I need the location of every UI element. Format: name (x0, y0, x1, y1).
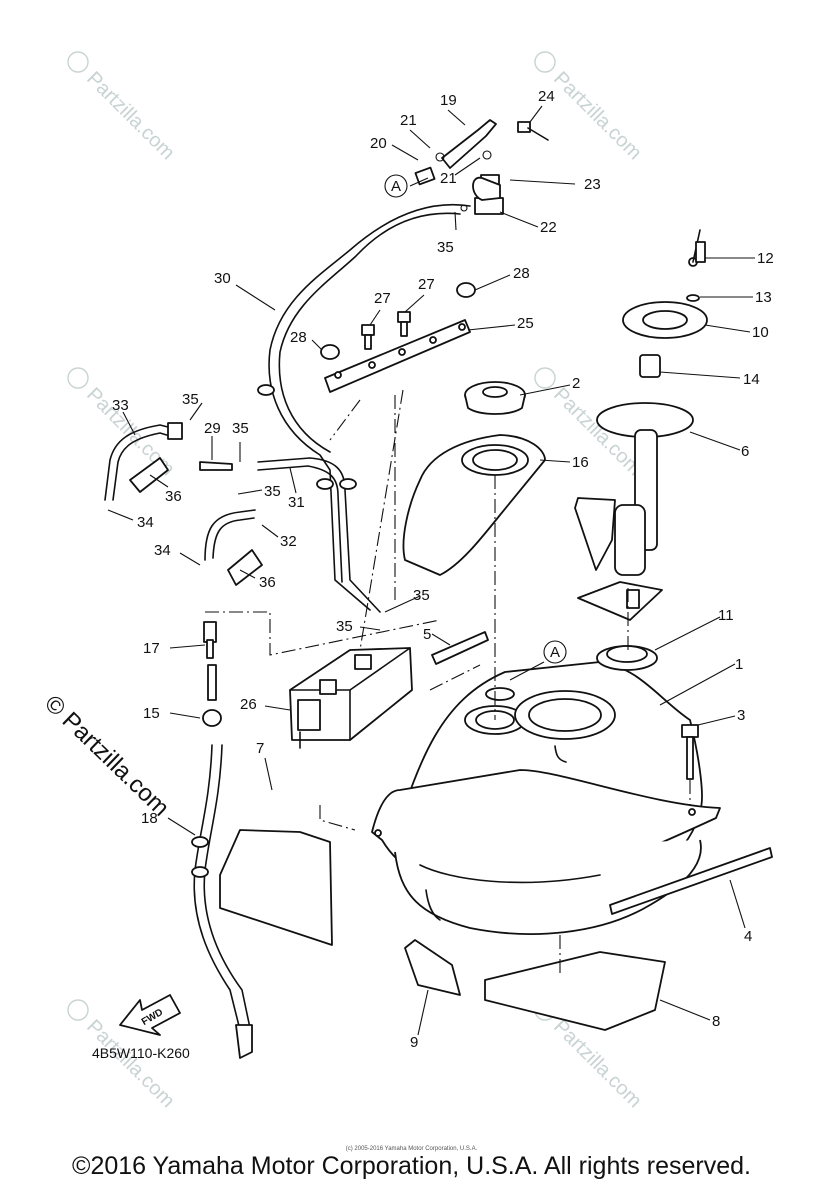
callout-32: 32 (280, 533, 297, 550)
callout-2: 2 (572, 375, 580, 392)
vent-parts (414, 119, 549, 215)
callout-27: 27 (374, 290, 391, 307)
fuel-pump-assembly (574, 229, 708, 671)
callout-35: 35 (336, 618, 353, 635)
watermark-text: Partzilla.com (82, 1016, 179, 1113)
canister-26 (289, 647, 413, 749)
callout-15: 15 (143, 705, 160, 722)
callout-24: 24 (538, 88, 555, 105)
grommet-28 (320, 344, 340, 360)
callout-8: 8 (712, 1013, 720, 1030)
callout-7: 7 (256, 740, 264, 757)
callout-19: 19 (440, 92, 457, 109)
callout-9: 9 (410, 1034, 418, 1051)
callout-27: 27 (418, 276, 435, 293)
watermark-text: Partzilla.com (82, 68, 179, 165)
damper-7 (219, 829, 333, 946)
callout-35: 35 (413, 587, 430, 604)
callout-5: 5 (423, 626, 431, 643)
hose-group-left (104, 422, 263, 586)
callout-13: 13 (755, 289, 772, 306)
callout-21: 21 (400, 112, 417, 129)
callout-31: 31 (288, 494, 305, 511)
callout-36: 36 (259, 574, 276, 591)
callout-10: 10 (752, 324, 769, 341)
callout-28: 28 (290, 329, 307, 346)
ref-mark-label: A (391, 178, 401, 195)
callout-6: 6 (741, 443, 749, 460)
hose-30 (268, 203, 471, 611)
copyright-footer: ©2016 Yamaha Motor Corporation, U.S.A. A… (72, 1152, 751, 1180)
hose-31 (257, 465, 343, 583)
callout-numbers: 1 2 3 4 5 6 7 8 9 10 11 12 13 14 15 16 1… (112, 88, 774, 1051)
grommet-28 (456, 282, 476, 298)
hose-31 (257, 457, 381, 613)
callout-11: 11 (718, 607, 734, 624)
callout-12: 12 (757, 250, 774, 267)
hose-30 (278, 212, 461, 453)
damper-8 (484, 951, 666, 1031)
callout-4: 4 (744, 928, 752, 945)
leader-lines (107, 105, 755, 1036)
drawing-code: 4B5W110-K260 (92, 1045, 190, 1061)
callout-14: 14 (743, 371, 760, 388)
callout-35: 35 (232, 420, 249, 437)
callout-26: 26 (240, 696, 257, 713)
bolt-27 (361, 324, 375, 350)
ref-mark-label: A (550, 644, 560, 661)
callout-35: 35 (437, 239, 454, 256)
bolt-3 (681, 724, 699, 780)
callout-17: 17 (143, 640, 160, 657)
fitting-17 (203, 621, 217, 701)
callout-30: 30 (214, 270, 231, 287)
callout-3: 3 (737, 707, 745, 724)
callout-28: 28 (513, 265, 530, 282)
rubber-strip-4 (609, 847, 773, 915)
filler-cap (464, 381, 526, 415)
ref-mark-a: A (384, 174, 408, 198)
fine-print: (c) 2005-2016 Yamaha Motor Corporation, … (345, 1146, 478, 1152)
bolt-27 (397, 311, 411, 337)
callout-22: 22 (540, 219, 557, 236)
fwd-arrow: FWD (119, 994, 181, 1036)
construction-lines (205, 389, 691, 975)
watermark-text: Partzilla.com (549, 1016, 646, 1113)
callout-35: 35 (264, 483, 281, 500)
watermark-text: Partzilla.com (549, 68, 646, 165)
callout-34: 34 (137, 514, 154, 531)
callout-16: 16 (572, 454, 589, 471)
callout-21: 21 (440, 170, 457, 187)
watermarks: Partzilla.com Partzilla.com Partzilla.co… (67, 51, 646, 1113)
callout-33: 33 (112, 397, 129, 414)
drain-hose-18 (191, 744, 253, 1059)
callout-18: 18 (141, 810, 158, 827)
clip-15 (202, 709, 222, 727)
callout-36: 36 (165, 488, 182, 505)
callout-20: 20 (370, 135, 387, 152)
filler-boot (402, 434, 546, 576)
damper-9 (404, 939, 461, 996)
callout-23: 23 (584, 176, 601, 193)
callout-25: 25 (517, 315, 534, 332)
ref-mark-a: A (543, 640, 567, 664)
bracket-25 (324, 319, 471, 393)
rubber-strip-5 (431, 631, 489, 665)
callout-29: 29 (204, 420, 221, 437)
callout-35: 35 (182, 391, 199, 408)
callout-1: 1 (735, 656, 743, 673)
callout-34: 34 (154, 542, 171, 559)
